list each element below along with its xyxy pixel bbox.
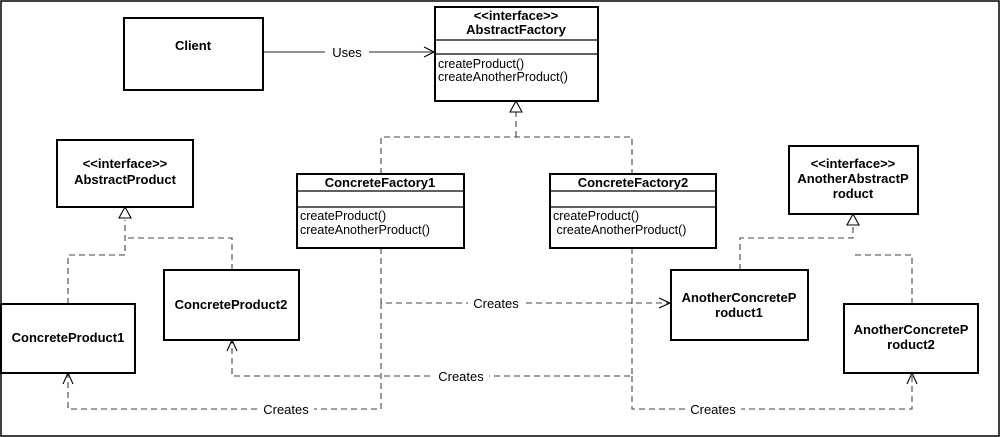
concrete-factory2-class: ConcreteFactory2 createProduct() createA… (549, 173, 717, 249)
another-concrete-product2-class: AnotherConcreteP roduct2 (843, 303, 979, 374)
product-realization-triangle (118, 205, 132, 219)
another-product1-realization-line (739, 226, 854, 270)
connectors: Uses Creates Creates Creates Creates (62, 44, 918, 418)
concrete-factory1-method: createAnotherProduct() (300, 223, 430, 237)
creates-bottom-right-line (631, 373, 913, 410)
another-product-realization-triangle (846, 212, 860, 226)
creates-bottom-left-line (67, 303, 382, 410)
another-abstract-product-class: <<interface>> AnotherAbstractP roduct (788, 145, 919, 215)
concrete-factory2-method: createAnotherProduct() (553, 223, 686, 237)
creates-top-label: Creates (473, 296, 519, 311)
product2-realization-line (125, 237, 233, 270)
another-concrete-product1-class-name: roduct1 (715, 305, 763, 320)
product1-realization-line (67, 220, 126, 304)
concrete-factory1-method: createProduct() (300, 209, 386, 223)
creates-top-line (380, 248, 670, 304)
creates-bottom-left-label: Creates (263, 402, 309, 417)
creates-middle-line (231, 248, 633, 377)
another-abstract-product-class-name: roduct (833, 186, 874, 201)
abstract-product-class-name: AbstractProduct (74, 172, 177, 187)
abstract-factory-method: createProduct() (438, 57, 524, 71)
abstract-product-class: <<interface>> AbstractProduct (56, 139, 194, 208)
another-concrete-product2-class-name: AnotherConcreteP (854, 322, 969, 337)
concrete-factory2-method: createProduct() (553, 209, 639, 223)
another-concrete-product1-class: AnotherConcreteP roduct1 (670, 269, 809, 341)
concrete-factory2-class-name: ConcreteFactory2 (578, 175, 689, 190)
concrete-product2-class-name: ConcreteProduct2 (175, 297, 288, 312)
concrete-factory1-class-name: ConcreteFactory1 (325, 175, 436, 190)
uses-label: Uses (332, 45, 362, 60)
creates-middle-label: Creates (438, 369, 484, 384)
factory-realization-triangle (509, 99, 523, 113)
client-class-name: Client (175, 38, 212, 53)
another-abstract-product-class-name: AnotherAbstractP (797, 171, 909, 186)
concrete-product1-class-name: ConcreteProduct1 (12, 330, 125, 345)
abstract-product-stereotype: <<interface>> (83, 156, 168, 171)
client-class: Client (123, 17, 264, 91)
another-abstract-product-stereotype: <<interface>> (811, 156, 896, 171)
another-concrete-product2-class-name: roduct2 (887, 337, 935, 352)
concrete-product2-class: ConcreteProduct2 (163, 269, 300, 341)
concrete-factory1-class: ConcreteFactory1 createProduct() createA… (296, 173, 465, 249)
abstract-factory-stereotype: <<interface>> (474, 8, 559, 23)
concrete-product1-class: ConcreteProduct1 (0, 303, 136, 374)
abstract-factory-class: <<interface>> AbstractFactory createProd… (434, 6, 599, 102)
abstract-factory-class-name: AbstractFactory (466, 22, 566, 37)
factory-realization-branch (380, 136, 633, 174)
abstract-factory-method: createAnotherProduct() (438, 70, 568, 84)
another-concrete-product1-class-name: AnotherConcreteP (682, 290, 797, 305)
another-product2-realization-line (853, 254, 913, 304)
creates-bottom-right-label: Creates (690, 402, 736, 417)
